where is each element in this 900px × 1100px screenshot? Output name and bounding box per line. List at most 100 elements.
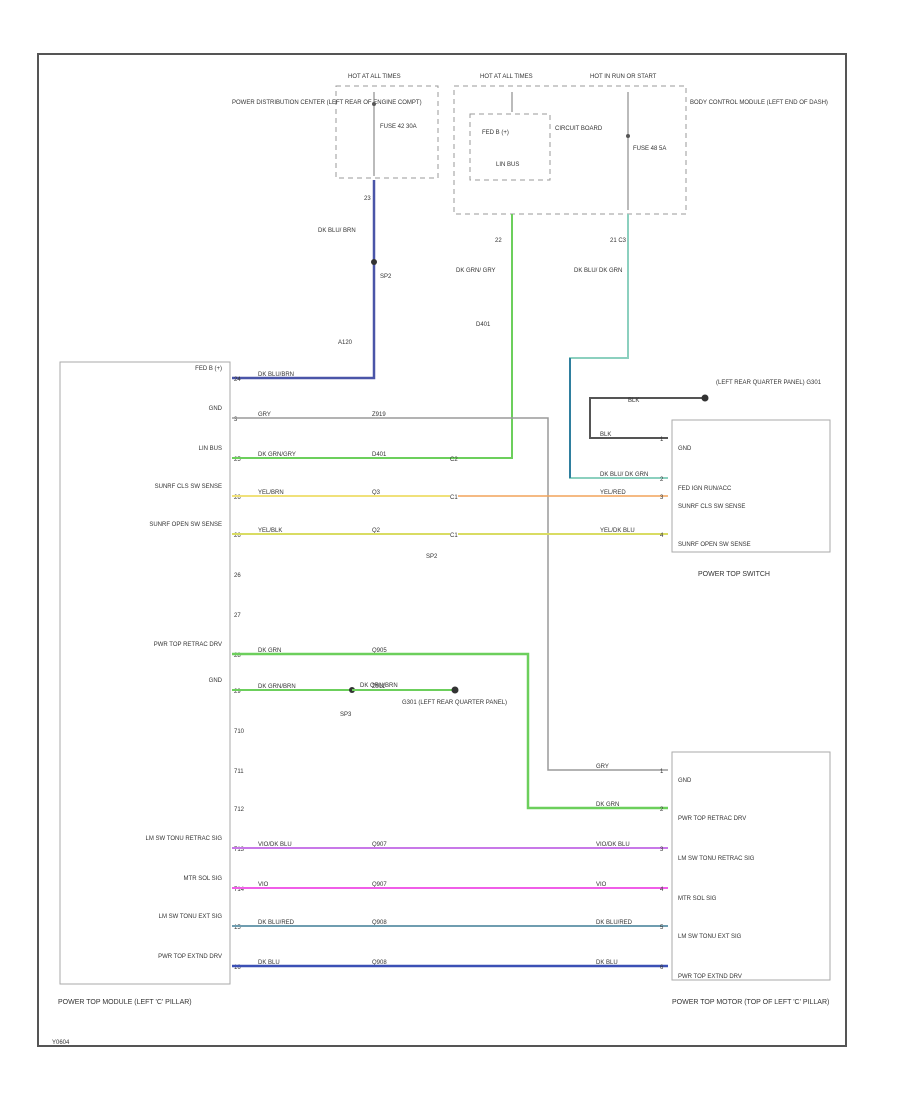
lin-connector: C2 bbox=[450, 457, 458, 463]
sunrf-cls-connector: C1 bbox=[450, 495, 458, 501]
bcm-fuse-node bbox=[626, 134, 630, 138]
switch-name: POWER TOP SWITCH bbox=[698, 571, 770, 578]
module-wire-circuit: Q907 bbox=[372, 842, 387, 848]
module-pin-number: 26 bbox=[234, 533, 241, 539]
motor-pin-label: PWR TOP EXTND DRV bbox=[678, 974, 742, 980]
module-pin-label: PWR TOP EXTND DRV bbox=[158, 954, 222, 960]
switch-pin-number: 2 bbox=[660, 477, 664, 483]
motor-pin-number: 3 bbox=[660, 847, 664, 853]
module-pin-number: 25 bbox=[234, 457, 241, 463]
module-pin-label: GND bbox=[209, 678, 223, 684]
switch-wire-color: YEL/DK BLU bbox=[600, 528, 635, 534]
hot-label-left: HOT AT ALL TIMES bbox=[348, 74, 401, 80]
module-pin-number: 713 bbox=[234, 847, 245, 853]
module-wire-color: DK GRN bbox=[258, 648, 281, 654]
bcm-label: BODY CONTROL MODULE (LEFT END OF DASH) bbox=[690, 100, 828, 106]
motor-pin-number: 5 bbox=[660, 925, 664, 931]
feed-wire-green bbox=[450, 214, 513, 459]
motor-wire-color: VIO/DK BLU bbox=[596, 842, 630, 848]
circuit-board-label: CIRCUIT BOARD bbox=[555, 126, 603, 132]
switch-gnd-label: (LEFT REAR QUARTER PANEL) G301 bbox=[716, 380, 822, 386]
feed-wire-mint-color: DK BLU/ DK GRN bbox=[574, 268, 622, 274]
switch-pin-label: SUNRF CLS SW SENSE bbox=[678, 504, 745, 510]
module-wire-color: VIO/DK BLU bbox=[258, 842, 292, 848]
module-pin-number: 24 bbox=[234, 377, 241, 383]
motor-pin-label: MTR SOL SIG bbox=[678, 896, 717, 902]
module-wire-color: DK BLU/BRN bbox=[258, 372, 294, 378]
retract-drive-wire bbox=[232, 652, 668, 810]
module-pin-number: 26 bbox=[234, 495, 241, 501]
module-pin-number: 711 bbox=[234, 769, 244, 775]
diagram-frame bbox=[37, 53, 847, 1047]
motor-name: POWER TOP MOTOR (TOP OF LEFT 'C' PILLAR) bbox=[672, 999, 829, 1006]
module-pin-label: SUNRF CLS SW SENSE bbox=[155, 484, 222, 490]
g301-label: G301 (LEFT REAR QUARTER PANEL) bbox=[402, 700, 507, 706]
module-gnd-wire bbox=[232, 417, 668, 771]
module-pin-number: 28 bbox=[234, 653, 241, 659]
module-pin-number: 27 bbox=[234, 613, 241, 619]
module-pin-number: 16 bbox=[234, 965, 241, 971]
module-pin-label: LM SW TONU RETRAC SIG bbox=[146, 836, 223, 842]
motor-pin-number: 1 bbox=[660, 769, 664, 775]
feed-wire-blue bbox=[232, 180, 376, 380]
switch-blk-wire: BLK bbox=[628, 398, 639, 404]
g301-ground-node bbox=[451, 686, 459, 694]
module-pin-number: 714 bbox=[234, 887, 245, 893]
feed-wire-blue-splice: SP2 bbox=[380, 274, 392, 280]
feed-wire-blue-color: DK BLU/ BRN bbox=[318, 228, 356, 234]
module-pin-number: 29 bbox=[234, 689, 241, 695]
switch-pin-label: SUNRF OPEN SW SENSE bbox=[678, 542, 751, 548]
bcm-fuse-label: FUSE 48 5A bbox=[633, 146, 666, 152]
hot-label-mid: HOT AT ALL TIMES bbox=[480, 74, 533, 80]
motor-pin-label: PWR TOP RETRAC DRV bbox=[678, 816, 746, 822]
lin-bus-label-top: LIN BUS bbox=[496, 162, 519, 168]
module-wire-color: VIO bbox=[258, 882, 269, 888]
switch-pin-number: 1 bbox=[660, 437, 664, 443]
module-pin-number: 3 bbox=[234, 417, 238, 423]
switch-pin-number: 4 bbox=[660, 533, 664, 539]
module-wire-color: DK GRN/GRY bbox=[258, 452, 296, 458]
module-pin-number: 712 bbox=[234, 807, 245, 813]
feed-wire-green-color: DK GRN/ GRY bbox=[456, 268, 496, 274]
motor-pin-label: GND bbox=[678, 778, 692, 784]
switch-wire-color: DK BLU/ DK GRN bbox=[600, 472, 648, 478]
module-pin-label: LM SW TONU EXT SIG bbox=[159, 914, 223, 920]
sense-splice: SP2 bbox=[426, 554, 438, 560]
motor-wire-color: DK GRN bbox=[596, 802, 619, 808]
module-wire-circuit: Q2 bbox=[372, 528, 381, 534]
pdc-box bbox=[335, 85, 439, 179]
switch-gnd-wire bbox=[589, 397, 702, 439]
module-pin-label: MTR SOL SIG bbox=[184, 876, 223, 882]
diagram-code: Y0604 bbox=[52, 1040, 70, 1046]
switch-pin-label: GND bbox=[678, 446, 692, 452]
module-wire-circuit: Q3 bbox=[372, 490, 381, 496]
sp2-top-node bbox=[371, 259, 377, 265]
switch-pin-number: 3 bbox=[660, 495, 664, 501]
pdc-label: POWER DISTRIBUTION CENTER (LEFT REAR OF … bbox=[232, 100, 422, 106]
module-wire-color: YEL/BRN bbox=[258, 490, 284, 496]
motor-wire-color: VIO bbox=[596, 882, 607, 888]
module-wire-circuit: Z919 bbox=[372, 412, 386, 418]
motor-pin-number: 6 bbox=[660, 965, 664, 971]
motor-pin-label: LM SW TONU RETRAC SIG bbox=[678, 856, 755, 862]
module-pin-number: 26 bbox=[234, 573, 241, 579]
bcm-pin-a: 22 bbox=[495, 238, 502, 244]
motor-wire-color: GRY bbox=[596, 764, 609, 770]
module-wire-color: DK BLU/RED bbox=[258, 920, 295, 926]
circuit-board-box bbox=[469, 113, 551, 181]
module-wire-circuit: Q907 bbox=[372, 882, 387, 888]
motor-pin-label: LM SW TONU EXT SIG bbox=[678, 934, 742, 940]
module-wire-color: DK GRN/BRN bbox=[258, 684, 296, 690]
switch-pin-label: FED IGN RUN/ACC bbox=[678, 486, 732, 492]
hot-label-right: HOT IN RUN OR START bbox=[590, 74, 657, 80]
pdc-fuse-node bbox=[372, 102, 376, 106]
module-wire-color: GRY bbox=[258, 412, 271, 418]
module-pin-label: SUNRF OPEN SW SENSE bbox=[149, 522, 222, 528]
feed-wire-blue-circuit: A120 bbox=[338, 340, 353, 346]
module-pin-label: FED B (+) bbox=[195, 366, 222, 372]
module-name: POWER TOP MODULE (LEFT 'C' PILLAR) bbox=[58, 999, 192, 1006]
feed-wire-green-circuit: D401 bbox=[476, 322, 491, 328]
